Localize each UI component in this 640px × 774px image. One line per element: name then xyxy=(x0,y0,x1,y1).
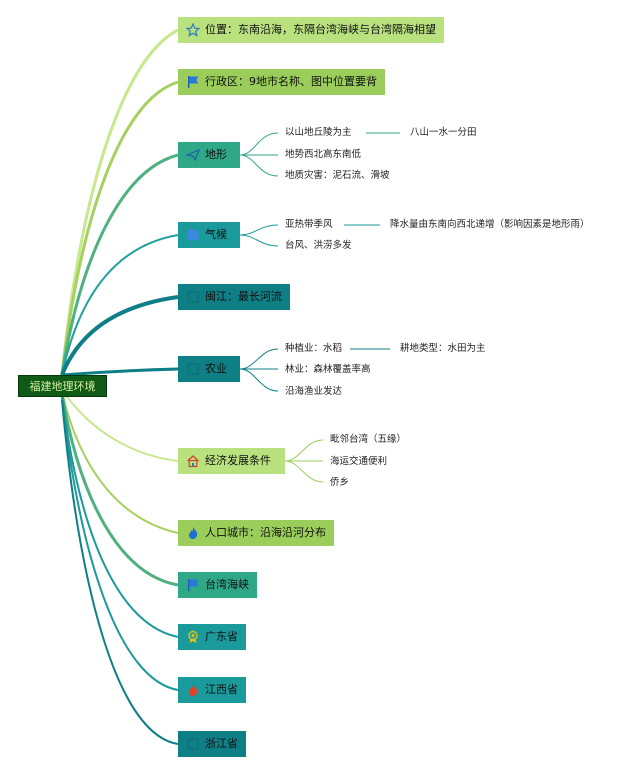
branch-climate[interactable]: 气候 xyxy=(178,222,240,248)
branch-economy[interactable]: 经济发展条件 xyxy=(178,448,285,474)
leaf-econ-2[interactable]: 海运交通便利 xyxy=(330,456,388,467)
leaf-econ-3[interactable]: 侨乡 xyxy=(330,477,350,488)
leaf-terrain-2[interactable]: 地势西北高东南低 xyxy=(285,149,362,160)
branch-guangdong[interactable]: 广东省 xyxy=(178,624,246,650)
branch-admin[interactable]: 行政区：9地市名称、图中位置要背 xyxy=(178,69,385,95)
branch-label: 人口城市：沿海沿河分布 xyxy=(205,526,326,539)
branch-label: 经济发展条件 xyxy=(205,454,271,467)
branch-label: 闽江：最长河流 xyxy=(205,290,282,303)
branch-label: 浙江省 xyxy=(205,737,238,750)
paper-plane-icon xyxy=(186,148,200,162)
flame-red-icon xyxy=(186,683,200,697)
leaf-agri-1[interactable]: 种植业：水稻 xyxy=(285,343,343,354)
blank-icon xyxy=(186,362,200,376)
branch-label: 台湾海峡 xyxy=(205,578,249,591)
leaf-climate-1-sub[interactable]: 降水量由东南向西北递增（影响因素是地形雨） xyxy=(390,219,590,230)
leaf-climate-2[interactable]: 台风、洪涝多发 xyxy=(285,240,352,251)
branch-label: 气候 xyxy=(205,228,227,241)
root-node[interactable]: 福建地理环境 xyxy=(18,375,107,397)
branch-label: 江西省 xyxy=(205,683,238,696)
branch-jiangxi[interactable]: 江西省 xyxy=(178,677,246,703)
leaf-agri-3[interactable]: 沿海渔业发达 xyxy=(285,386,343,397)
flag-icon xyxy=(186,75,200,89)
branch-label: 农业 xyxy=(205,362,227,375)
leaf-agri-1-sub[interactable]: 耕地类型：水田为主 xyxy=(400,343,486,354)
leaf-terrain-3[interactable]: 地质灾害：泥石流、滑坡 xyxy=(285,170,390,181)
flag-icon xyxy=(186,578,200,592)
flame-icon xyxy=(186,526,200,540)
branch-terrain[interactable]: 地形 xyxy=(178,142,240,168)
leaf-terrain-1[interactable]: 以山地丘陵为主 xyxy=(285,127,352,138)
blank-icon xyxy=(186,290,200,304)
blue-square-icon xyxy=(186,228,200,242)
branch-location[interactable]: 位置：东南沿海，东隔台湾海峡与台湾隔海相望 xyxy=(178,17,444,43)
leaf-econ-1[interactable]: 毗邻台湾（五缘） xyxy=(330,434,407,445)
leaf-agri-2[interactable]: 林业：森林覆盖率高 xyxy=(285,364,371,375)
branch-minjiang[interactable]: 闽江：最长河流 xyxy=(178,284,290,310)
branch-zhejiang[interactable]: 浙江省 xyxy=(178,731,246,757)
branch-taiwan-strait[interactable]: 台湾海峡 xyxy=(178,572,257,598)
leaf-terrain-1-sub[interactable]: 八山一水一分田 xyxy=(410,127,477,138)
branch-label: 广东省 xyxy=(205,630,238,643)
branch-agriculture[interactable]: 农业 xyxy=(178,356,240,382)
leaf-climate-1[interactable]: 亚热带季风 xyxy=(285,219,333,230)
blank-icon xyxy=(186,737,200,751)
badge-icon xyxy=(186,630,200,644)
branch-label: 行政区：9地市名称、图中位置要背 xyxy=(205,75,377,88)
branch-population[interactable]: 人口城市：沿海沿河分布 xyxy=(178,520,334,546)
house-icon xyxy=(186,454,200,468)
star-icon xyxy=(186,23,200,37)
branch-label: 位置：东南沿海，东隔台湾海峡与台湾隔海相望 xyxy=(205,23,436,36)
branch-label: 地形 xyxy=(205,148,227,161)
